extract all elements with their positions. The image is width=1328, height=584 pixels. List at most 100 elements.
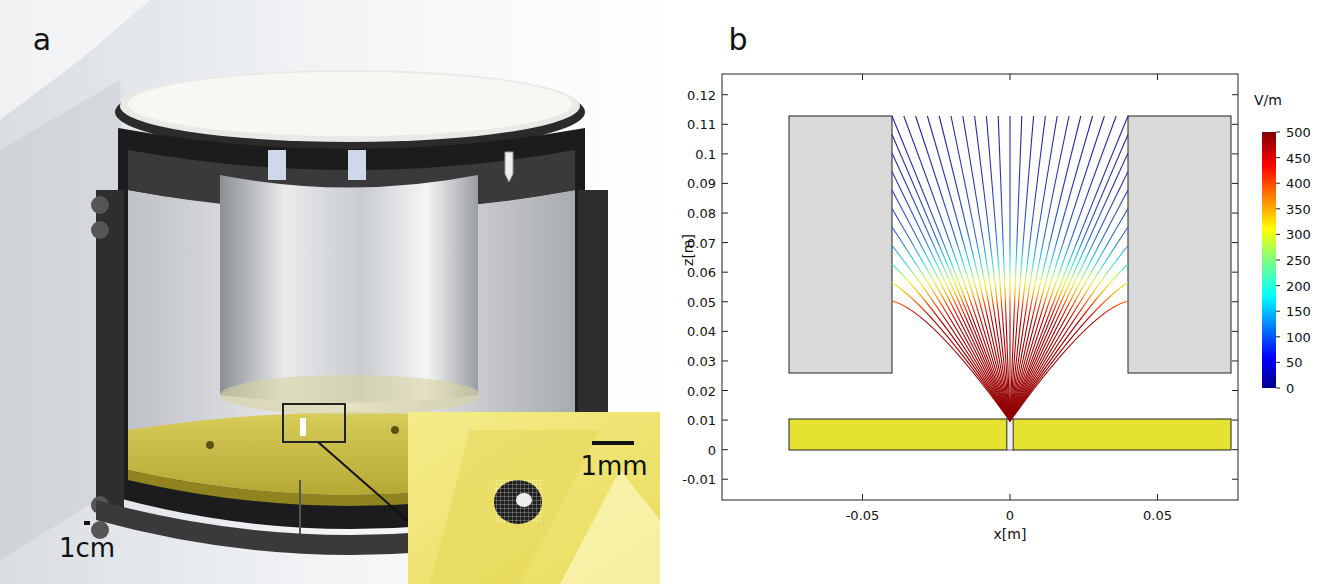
tick-mark [1232,242,1238,243]
axis-tick-label: 0.02 [687,384,716,397]
field-line [1010,301,1128,421]
field-line [975,116,1010,421]
tick-mark [1276,157,1280,158]
axis-tick-label: 0.01 [687,414,716,427]
field-line [916,116,1010,421]
tick-mark [1232,390,1238,391]
colorbar-tick-label: 50 [1286,356,1303,369]
field-line [892,116,1010,421]
axis-tick-label: -0.05 [846,509,880,522]
axis-tick-label: 0.05 [1143,509,1172,522]
field-line [892,301,1010,421]
field-line [1010,153,1128,421]
tick-mark [1232,153,1238,154]
field-line [963,116,1010,421]
tick-mark [1276,336,1280,337]
tick-mark [1232,360,1238,361]
field-line [1010,190,1128,421]
field-line [927,116,1010,421]
tick-mark [722,124,728,125]
axis-tick-label: 0.08 [687,207,716,220]
tick-mark [1010,74,1011,80]
tick-mark [722,360,728,361]
colorbar-tick-label: 400 [1286,177,1311,190]
field-line [1010,283,1128,422]
field-line [1010,116,1069,421]
tick-mark [1276,362,1280,363]
tick-mark [1276,234,1280,235]
tick-mark [1232,479,1238,480]
tick-mark [722,213,728,214]
tick-mark [1232,449,1238,450]
tick-mark [1232,272,1238,273]
tick-mark [1276,311,1280,312]
field-line [1009,116,1010,421]
tick-mark [1276,285,1280,286]
field-line [1010,172,1128,422]
tick-mark [722,183,728,184]
colorbar-tick-label: 450 [1286,151,1311,164]
tick-mark [722,449,728,450]
tick-mark [722,301,728,302]
field-line [998,116,1010,421]
axis-tick-label: 0 [708,443,716,456]
axis-tick-label: 0.05 [687,295,716,308]
colorbar-tick-label: 250 [1286,254,1311,267]
field-line [939,116,1010,421]
scale-label: 1mm [580,453,647,479]
axis-tick-label: 0.09 [687,177,716,190]
tick-mark [1232,124,1238,125]
axis-tick-label: -0.01 [682,473,716,486]
field-line [1010,209,1128,422]
axis-tick-label: 0.04 [687,325,716,338]
tick-mark [1276,388,1280,389]
colorbar-tick-label: 0 [1286,382,1294,395]
panel-letter: b [728,25,747,55]
field-line [892,264,1010,421]
tick-mark [1276,132,1280,133]
field-line [1010,116,1128,421]
tick-mark [722,331,728,332]
panel-letter: a [33,25,51,55]
field-line [1010,116,1081,421]
axis-tick-label: 0.12 [687,88,716,101]
field-line [892,209,1010,422]
field-line [986,116,1010,421]
colorbar-tick-label: 300 [1286,228,1311,241]
axis-title: x[m] [994,527,1027,541]
axis-title: z[m] [681,234,695,266]
tick-mark [1276,208,1280,209]
colorbar-tick-label: 350 [1286,202,1311,215]
field-line [892,135,1010,422]
tick-mark [1232,301,1238,302]
axis-tick-label: 0 [1006,509,1014,522]
tick-mark [1232,213,1238,214]
tick-mark [1276,260,1280,261]
field-line [951,116,1010,421]
field-line [1010,227,1128,421]
tick-mark [862,74,863,80]
tick-mark [1010,494,1011,500]
field-line [1010,264,1128,421]
colorbar-tick-label: 100 [1286,330,1311,343]
axis-tick-label: 0.11 [687,118,716,131]
tick-mark [862,494,863,500]
tick-mark [722,94,728,95]
field-line [1010,246,1128,422]
tick-mark [722,420,728,421]
tick-mark [722,272,728,273]
tick-mark [1232,331,1238,332]
colorbar-tick-label: 200 [1286,279,1311,292]
tick-mark [1232,183,1238,184]
tick-mark [1157,74,1158,80]
tick-mark [722,479,728,480]
field-line [1010,135,1128,422]
axis-tick-label: 0.06 [687,266,716,279]
field-line [904,116,1010,421]
tick-mark [722,390,728,391]
colorbar-unit: V/m [1254,93,1282,107]
colorbar-tick-label: 500 [1286,126,1311,139]
tick-mark [1157,494,1158,500]
